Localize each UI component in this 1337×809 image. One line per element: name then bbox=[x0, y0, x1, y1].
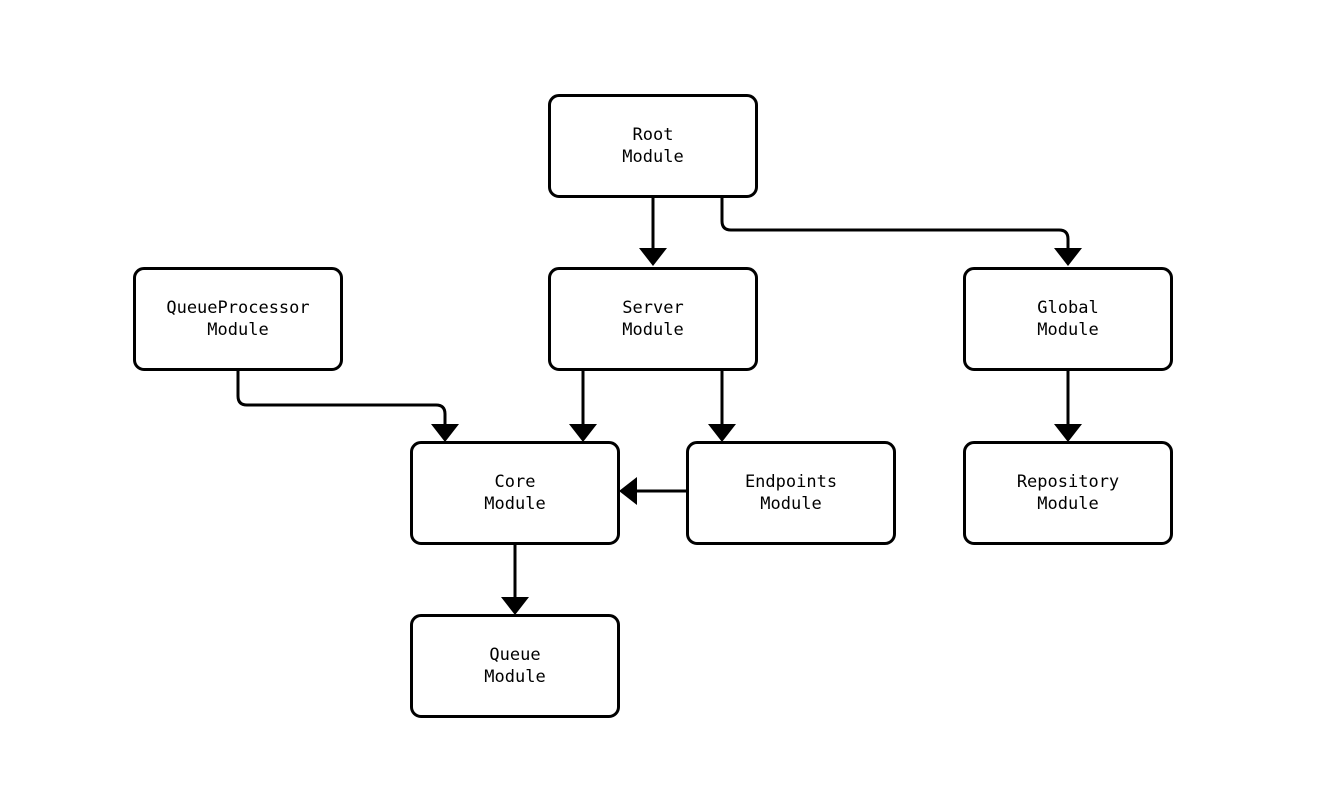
node-core-module[interactable]: Core Module bbox=[410, 441, 620, 545]
node-endpoints-module-label-line2: Module bbox=[760, 494, 822, 514]
arrowhead-root-to-server bbox=[639, 248, 667, 266]
node-queueprocessor-module-label-line2: Module bbox=[207, 320, 269, 340]
node-global-module-label-line1: Global bbox=[1037, 298, 1099, 318]
arrowhead-server-to-core bbox=[569, 424, 597, 442]
node-queue-module-label-line1: Queue bbox=[489, 645, 541, 665]
node-endpoints-module-label-line1: Endpoints bbox=[744, 472, 838, 492]
node-queueprocessor-module-label-line1: QueueProcessor bbox=[166, 298, 310, 318]
node-repository-module-label-line2: Module bbox=[1037, 494, 1099, 514]
node-global-module[interactable]: Global Module bbox=[963, 267, 1173, 371]
arrowhead-server-to-endpoints bbox=[708, 424, 736, 442]
node-server-module-label-line2: Module bbox=[622, 320, 684, 340]
arrowhead-root-to-global bbox=[1054, 248, 1082, 266]
arrowhead-core-to-queue bbox=[501, 597, 529, 615]
edge-root-to-global bbox=[720, 198, 1070, 252]
arrowhead-global-to-repository bbox=[1054, 424, 1082, 442]
edge-queueprocessor-to-core bbox=[236, 371, 447, 428]
node-queue-module[interactable]: Queue Module bbox=[410, 614, 620, 718]
node-server-module[interactable]: Server Module bbox=[548, 267, 758, 371]
node-queue-module-label-line2: Module bbox=[484, 667, 546, 687]
arrowhead-endpoints-to-core bbox=[619, 477, 637, 505]
node-endpoints-module[interactable]: Endpoints Module bbox=[686, 441, 896, 545]
node-core-module-label-line1: Core bbox=[494, 472, 536, 492]
node-root-module-label-line2: Module bbox=[622, 147, 684, 167]
node-repository-module-label-line1: Repository bbox=[1016, 472, 1120, 492]
node-global-module-label-line2: Module bbox=[1037, 320, 1099, 340]
node-core-module-label-line2: Module bbox=[484, 494, 546, 514]
node-root-module[interactable]: Root Module bbox=[548, 94, 758, 198]
node-queueprocessor-module[interactable]: QueueProcessor Module bbox=[133, 267, 343, 371]
node-server-module-label-line1: Server bbox=[622, 298, 684, 318]
arrowhead-queueprocessor-to-core bbox=[431, 424, 459, 442]
node-repository-module[interactable]: Repository Module bbox=[963, 441, 1173, 545]
node-root-module-label-line1: Root bbox=[632, 125, 674, 145]
